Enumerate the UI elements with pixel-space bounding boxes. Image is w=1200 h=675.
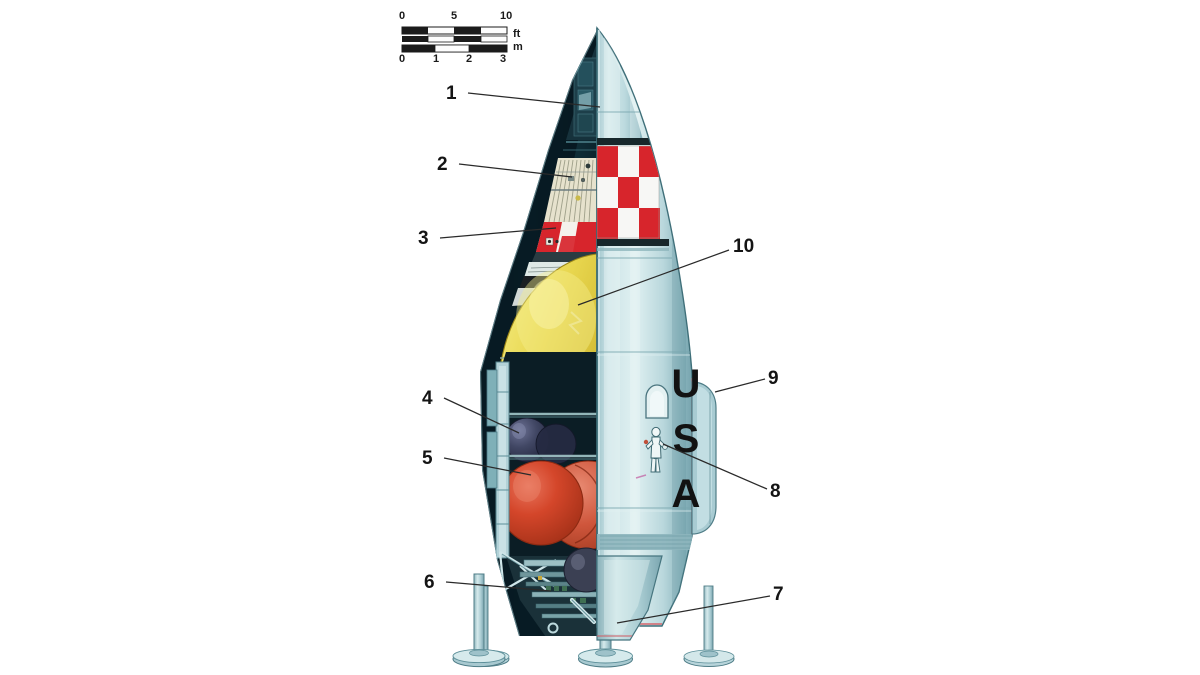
scale-tick-ft-0: 0 <box>399 10 406 22</box>
callout-number-10: 10 <box>733 236 755 257</box>
usa-letter-u: U <box>672 362 701 406</box>
scale-tick-m-3: 3 <box>500 53 507 65</box>
vehicle-outer-hull: U S A <box>596 26 717 628</box>
scale-tick-ft-10: 10 <box>500 10 513 22</box>
scale-tick-m-1: 1 <box>433 53 440 65</box>
callout-number-8: 8 <box>770 481 781 502</box>
callout-number-1: 1 <box>446 83 457 104</box>
usa-letter-a: A <box>672 472 701 516</box>
spherical-tanks-red <box>498 460 597 550</box>
callout-number-6: 6 <box>424 572 435 593</box>
scale-tick-ft-5: 5 <box>451 10 458 22</box>
callout-number-5: 5 <box>422 448 433 469</box>
usa-markings: U S A <box>672 362 701 516</box>
scale-bar-metres <box>401 44 508 53</box>
callout-leader-lines <box>439 92 771 624</box>
landing-leg-left-outer <box>452 573 506 668</box>
scale-unit-ft: ft <box>513 28 521 40</box>
scale-bar <box>401 26 508 53</box>
crew-equipment-decks <box>544 158 597 223</box>
structural-longeron-rail <box>486 361 510 559</box>
nose-avionics-bay <box>563 42 597 151</box>
nose-checkerboard-band <box>597 145 660 239</box>
callout-number-2: 2 <box>437 154 448 175</box>
hull-decal-stripe <box>635 474 647 479</box>
cutaway-interior <box>480 30 597 636</box>
leg-housing-fairing <box>691 381 717 535</box>
callout-number-7: 7 <box>773 584 784 605</box>
spherical-tank-blue-upper <box>504 417 577 465</box>
scale-unit-m: m <box>513 41 523 53</box>
interior-checker-band <box>536 222 597 252</box>
scale-tick-m-2: 2 <box>466 53 473 65</box>
crew-hatch <box>645 384 669 419</box>
landing-leg-rear-right <box>683 585 735 667</box>
base-skirt-shroud <box>596 555 663 641</box>
engine-machinery-bay <box>498 547 597 636</box>
callout-number-4: 4 <box>422 388 433 409</box>
scale-tick-m-0: 0 <box>399 53 406 65</box>
scale-bar-feet <box>401 26 508 43</box>
callout-number-9: 9 <box>768 368 779 389</box>
callout-number-3: 3 <box>418 228 429 249</box>
